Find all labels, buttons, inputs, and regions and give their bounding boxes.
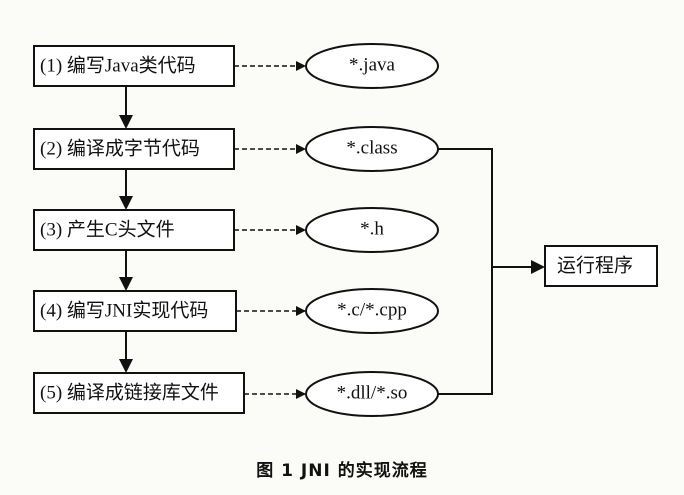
- file-node-dll: *.dll/*.so: [305, 371, 439, 417]
- step-label-3: (3) 产生C头文件: [40, 218, 175, 240]
- file-label-c: *.c/*.cpp: [337, 299, 407, 320]
- figure-caption: 图 1 JNI 的实现流程: [256, 460, 427, 481]
- step-box-5: (5) 编译成链接库文件: [33, 372, 245, 414]
- file-node-c: *.c/*.cpp: [305, 288, 439, 334]
- file-node-java: *.java: [305, 43, 439, 89]
- file-node-class: *.class: [305, 126, 439, 172]
- step-label-4: (4) 编写JNI实现代码: [40, 299, 208, 321]
- file-label-h: *.h: [360, 218, 384, 239]
- step-box-2: (2) 编译成字节代码: [33, 128, 235, 170]
- step-box-3: (3) 产生C头文件: [33, 209, 235, 251]
- step-label-5: (5) 编译成链接库文件: [40, 381, 219, 403]
- step-label-1: (1) 编写Java类代码: [40, 54, 196, 76]
- step-box-1: (1) 编写Java类代码: [33, 45, 235, 87]
- step-label-2: (2) 编译成字节代码: [40, 137, 200, 159]
- connector-class-dll: [438, 148, 493, 395]
- run-program-label: 运行程序: [557, 254, 633, 276]
- step-box-4: (4) 编写JNI实现代码: [33, 290, 237, 332]
- file-label-dll: *.dll/*.so: [337, 382, 408, 403]
- run-program-box: 运行程序: [544, 245, 658, 287]
- file-label-java: *.java: [349, 54, 395, 75]
- file-node-h: *.h: [305, 207, 439, 253]
- file-label-class: *.class: [346, 137, 397, 158]
